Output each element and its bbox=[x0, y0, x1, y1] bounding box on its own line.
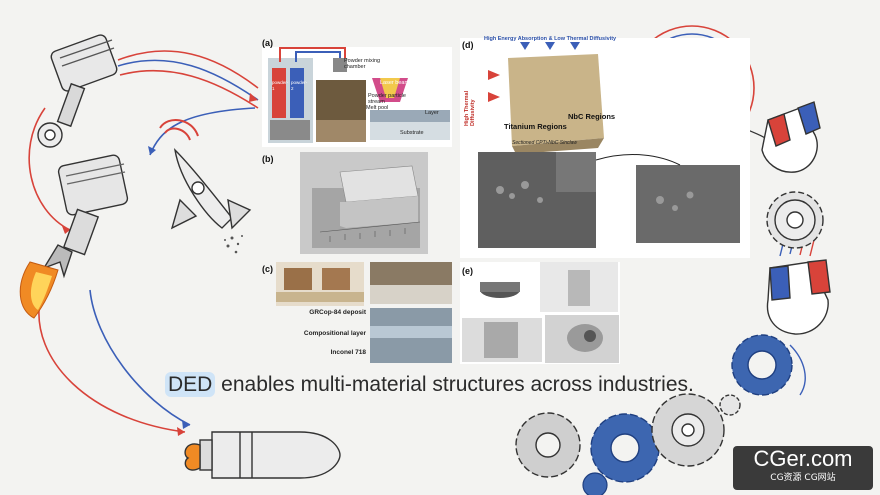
gear-icon-blue-small bbox=[582, 472, 608, 495]
panel-a-label-meltpool: Melt pool bbox=[366, 105, 389, 111]
panel-a-label-mixing: Powder mixing chamber bbox=[344, 58, 381, 70]
panel-a-powder-1: powder-1 bbox=[272, 80, 289, 91]
panel-a-powder-2: powder-2 bbox=[291, 80, 308, 91]
panel-a-label-substrate: Substrate bbox=[400, 130, 424, 136]
figure-panel-d bbox=[460, 38, 750, 258]
watermark-logo: CGer.com CG资源 CG网站 bbox=[733, 446, 873, 490]
curved-arrows bbox=[28, 50, 259, 433]
gear-icon-blue-large bbox=[731, 334, 793, 396]
caption-rest: enables multi-material structures across… bbox=[215, 373, 694, 396]
panel-c-letter: (c) bbox=[262, 264, 273, 274]
panel-d-subtitle: Sectioned CPTi-NbC Sinclaw bbox=[512, 140, 577, 146]
panel-b-letter: (b) bbox=[262, 154, 274, 164]
panel-d-region-titanium: Titanium Regions bbox=[504, 122, 567, 131]
gear-icon-grey-left bbox=[515, 412, 581, 478]
figure-panel-a bbox=[262, 47, 452, 147]
panel-a-label-stream: Powder particle stream bbox=[368, 93, 406, 105]
panel-c-label-grcop: GRCop-84 deposit bbox=[309, 309, 366, 316]
panel-e-letter: (e) bbox=[462, 266, 473, 276]
rocket-icon bbox=[159, 119, 252, 230]
arrow-heads bbox=[62, 93, 258, 436]
magnet-icon bbox=[761, 101, 821, 173]
gear-icon-grey-right bbox=[651, 393, 741, 467]
panel-c-label-compositional: Compositional layer bbox=[303, 330, 366, 337]
panel-d-side-label: High Thermal Diffusivity bbox=[464, 90, 476, 126]
gear-icon-blue-mid bbox=[590, 413, 660, 483]
panel-c-label-inconel: Inconel 718 bbox=[330, 349, 366, 356]
flame-icon bbox=[19, 261, 59, 319]
watermark-line-1: CGer.com bbox=[753, 446, 853, 471]
panel-a-letter: (a) bbox=[262, 38, 273, 48]
figure-panel-b bbox=[300, 152, 428, 254]
panel-d-region-nbc: NbC Regions bbox=[568, 112, 616, 121]
piston-icon bbox=[37, 34, 118, 148]
figure-panel-e bbox=[460, 262, 620, 364]
caption-highlight: DED bbox=[165, 372, 216, 397]
panel-a-label-laser: Laser beam bbox=[380, 80, 410, 86]
bullet-rocket-icon bbox=[184, 431, 341, 479]
watermark-line-2: CG资源 CG网站 bbox=[770, 473, 836, 483]
gear-icon bbox=[766, 191, 824, 249]
panel-d-top-label: High Energy Absorption & Low Thermal Dif… bbox=[484, 36, 617, 42]
panel-a-label-layer: Layer bbox=[425, 110, 439, 116]
rocket-exhaust bbox=[224, 235, 243, 254]
figure-panel-c bbox=[276, 262, 452, 363]
magnet-icon-lower bbox=[766, 259, 831, 335]
panel-d-letter: (d) bbox=[462, 40, 474, 50]
rocket-piston-icon bbox=[42, 154, 129, 279]
slide-caption: DED enables multi-material structures ac… bbox=[165, 372, 725, 403]
